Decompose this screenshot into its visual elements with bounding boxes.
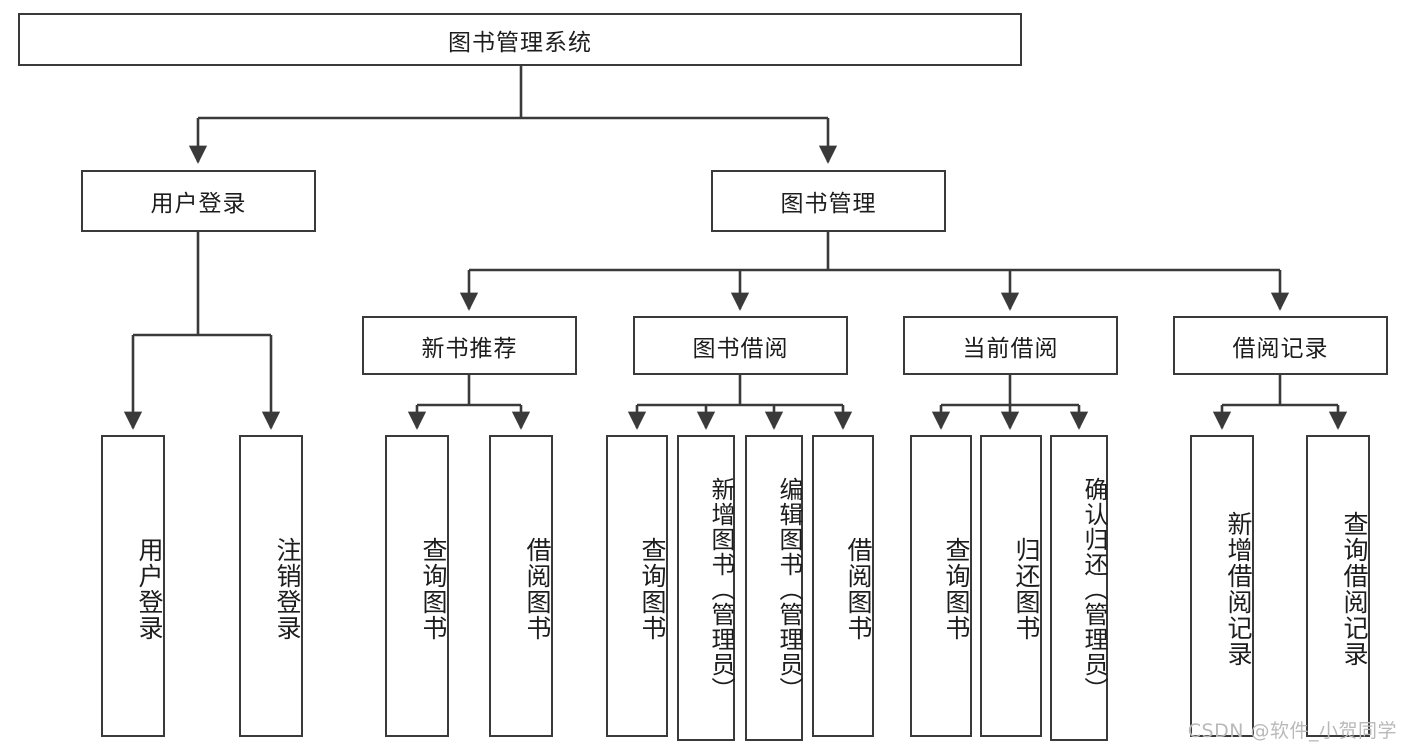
leaf-add-book-label: 新增图书（管理员） bbox=[707, 476, 735, 702]
leaf-query-book-1-label: 查询图书 bbox=[419, 537, 448, 641]
node-book-manage[interactable]: 图书管理 bbox=[711, 170, 946, 232]
leaf-edit-book[interactable]: 编辑图书（管理员） bbox=[745, 435, 803, 741]
leaf-confirm-return-label: 确认归还（管理员） bbox=[1080, 476, 1108, 702]
leaf-query-book-3-label: 查询图书 bbox=[942, 537, 971, 641]
leaf-query-book-3[interactable]: 查询图书 bbox=[910, 435, 972, 737]
node-book-borrow-label: 图书借阅 bbox=[692, 335, 789, 362]
leaf-return-book-label: 归还图书 bbox=[1012, 537, 1041, 641]
node-new-book-recommend-label: 新书推荐 bbox=[421, 335, 518, 362]
leaf-borrow-book-1[interactable]: 借阅图书 bbox=[489, 435, 553, 737]
node-current-borrow-label: 当前借阅 bbox=[962, 335, 1059, 362]
leaf-borrow-book-2-label: 借阅图书 bbox=[844, 537, 873, 641]
leaf-query-book-2-label: 查询图书 bbox=[638, 537, 667, 641]
leaf-query-record[interactable]: 查询借阅记录 bbox=[1306, 435, 1370, 737]
leaf-borrow-book-2[interactable]: 借阅图书 bbox=[812, 435, 874, 737]
leaf-query-book-2[interactable]: 查询图书 bbox=[606, 435, 668, 737]
node-user-login[interactable]: 用户登录 bbox=[81, 170, 316, 232]
node-current-borrow[interactable]: 当前借阅 bbox=[903, 316, 1118, 375]
node-borrow-record[interactable]: 借阅记录 bbox=[1173, 316, 1388, 375]
csdn-watermark: CSDN @软件_小贺同学 bbox=[1187, 720, 1397, 742]
leaf-edit-book-label: 编辑图书（管理员） bbox=[775, 476, 803, 702]
leaf-query-record-label: 查询借阅记录 bbox=[1340, 511, 1369, 667]
leaf-logout-label: 注销登录 bbox=[273, 537, 302, 641]
node-new-book-recommend[interactable]: 新书推荐 bbox=[362, 316, 577, 375]
leaf-user-login[interactable]: 用户登录 bbox=[101, 435, 165, 737]
leaf-query-book-1[interactable]: 查询图书 bbox=[385, 435, 449, 737]
leaf-add-record-label: 新增借阅记录 bbox=[1224, 511, 1253, 667]
node-root-label: 图书管理系统 bbox=[448, 29, 592, 56]
node-book-manage-label: 图书管理 bbox=[780, 191, 877, 217]
leaf-user-login-label: 用户登录 bbox=[135, 537, 164, 641]
leaf-logout[interactable]: 注销登录 bbox=[239, 435, 303, 737]
node-book-borrow[interactable]: 图书借阅 bbox=[633, 316, 848, 375]
leaf-add-record[interactable]: 新增借阅记录 bbox=[1190, 435, 1254, 737]
node-user-login-label: 用户登录 bbox=[150, 191, 247, 217]
leaf-add-book[interactable]: 新增图书（管理员） bbox=[677, 435, 735, 741]
leaf-confirm-return[interactable]: 确认归还（管理员） bbox=[1050, 435, 1108, 741]
node-root[interactable]: 图书管理系统 bbox=[18, 13, 1022, 66]
node-borrow-record-label: 借阅记录 bbox=[1232, 335, 1329, 362]
leaf-return-book[interactable]: 归还图书 bbox=[980, 435, 1042, 737]
leaf-borrow-book-1-label: 借阅图书 bbox=[523, 537, 552, 641]
